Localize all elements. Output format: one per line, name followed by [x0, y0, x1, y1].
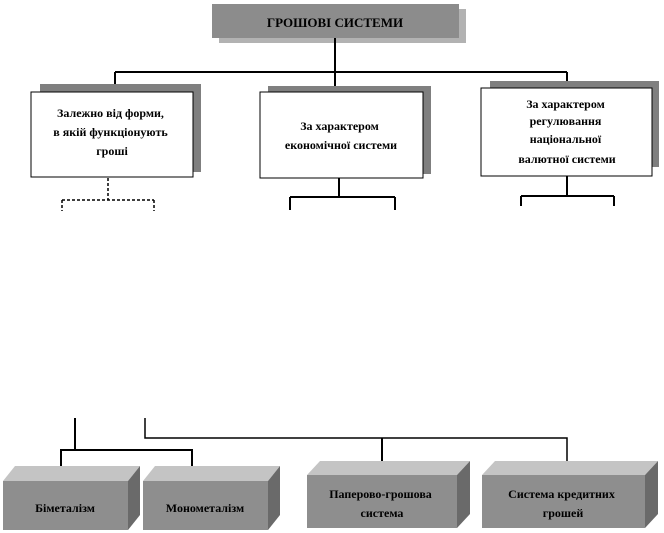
category-regulation-line: регулювання [530, 114, 602, 128]
type-connectors [60, 418, 568, 470]
connector-metallic [60, 449, 193, 470]
type-bimetallism: Біметалізм [3, 466, 140, 530]
bracket-form [61, 178, 155, 211]
block-front [143, 481, 268, 530]
category-form-line: Залежно від форми, [57, 106, 164, 120]
block-side [128, 466, 140, 530]
block-side [645, 461, 658, 528]
category-economic: За характером економічної системи [259, 86, 431, 179]
block-top [307, 461, 470, 475]
category-regulation-line: національної [530, 132, 602, 146]
type-paper-money-line: Паперово-грошова [329, 487, 432, 501]
category-form-box [30, 91, 194, 178]
category-economic-text: За характером економічної системи [285, 119, 397, 152]
category-regulation-box [480, 87, 653, 177]
category-regulation: За характером регулювання національної в… [480, 81, 659, 177]
type-monometallism: Монометалізм [143, 466, 280, 530]
type-credit-money-line: Система кредитних [508, 487, 615, 501]
type-monometallism-line: Монометалізм [166, 501, 244, 515]
connector-fiat [144, 418, 568, 470]
category-economic-line: економічної системи [285, 138, 397, 152]
type-credit-money: Система кредитних грошей [482, 461, 658, 528]
category-economic-box [259, 91, 424, 179]
type-bimetallism-line: Біметалізм [35, 501, 95, 515]
category-economic-line: За характером [300, 119, 379, 133]
type-bimetallism-text: Біметалізм [35, 501, 95, 515]
block-front [482, 475, 645, 528]
type-credit-money-text: Система кредитних грошей [508, 487, 618, 520]
title-box [212, 4, 459, 38]
block-top [143, 466, 280, 481]
type-monometallism-text: Монометалізм [166, 501, 244, 515]
category-regulation-line: За характером [526, 97, 605, 111]
category-brackets [61, 176, 615, 211]
category-form-line: гроші [96, 144, 128, 158]
category-form-line: в якій функціонують [53, 125, 168, 139]
bracket-regulation [520, 176, 615, 206]
block-front [3, 481, 128, 530]
block-side [268, 466, 280, 530]
category-form-text: Залежно від форми, в якій функціонують г… [53, 106, 170, 158]
category-form: Залежно від форми, в якій функціонують г… [30, 84, 201, 178]
category-regulation-text: За характером регулювання національної в… [518, 97, 615, 166]
block-top [3, 466, 140, 481]
bracket-economic [289, 178, 396, 210]
block-side [457, 461, 470, 528]
type-credit-money-line: грошей [543, 506, 584, 520]
type-paper-money-line: система [361, 506, 404, 520]
category-regulation-line: валютної системи [518, 152, 615, 166]
block-front [307, 475, 457, 528]
type-paper-money-text: Паперово-грошова система [329, 487, 435, 520]
title-text: ГРОШОВІ СИСТЕМИ [267, 15, 403, 30]
type-paper-money: Паперово-грошова система [307, 461, 470, 528]
title-node: ГРОШОВІ СИСТЕМИ [212, 4, 466, 43]
block-top [482, 461, 658, 475]
